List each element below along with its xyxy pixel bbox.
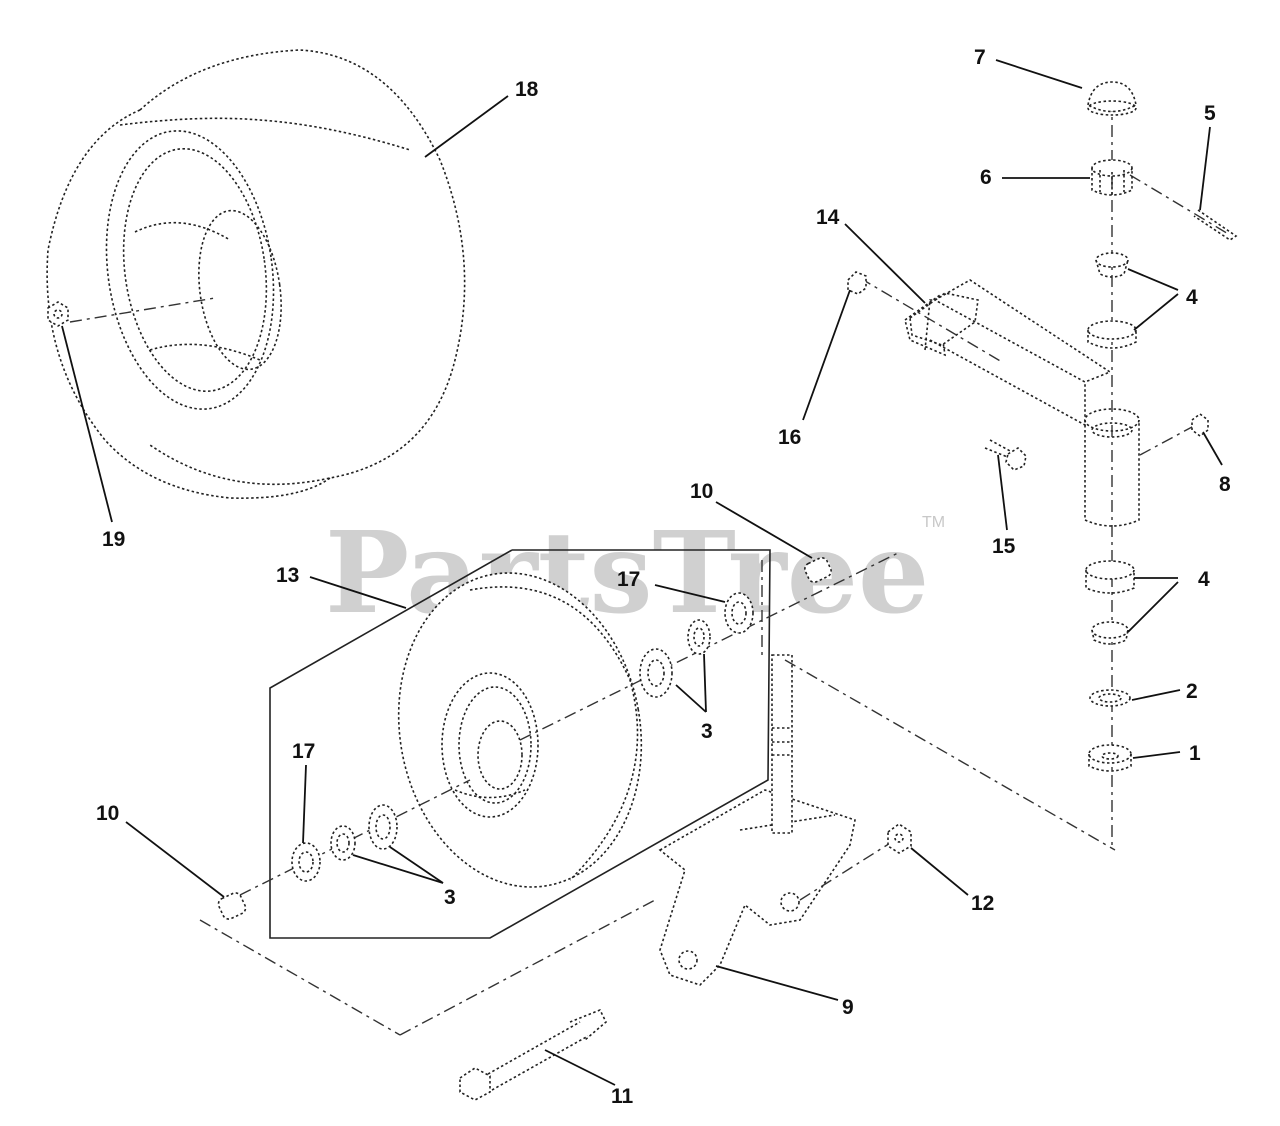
bearing-3-left-icon[interactable] [368,804,398,850]
caster-fork[interactable] [658,789,856,986]
cotter-pin-5-icon[interactable] [1193,209,1238,241]
cap-7-icon[interactable] [1087,81,1137,116]
bolt-15-icon[interactable] [984,439,1027,471]
nut-12-centerline [799,839,896,901]
spacer-10-right-icon[interactable] [803,556,833,584]
pin-5-centerline [1129,174,1231,236]
callout-17-right[interactable]: 17 [617,568,640,591]
callout-19[interactable]: 19 [102,528,125,551]
callout-12[interactable]: 12 [971,892,994,915]
grease-fitting-8-icon[interactable] [1191,413,1209,437]
bearing-cup-4-lower-icon[interactable] [1085,560,1135,594]
nut-12-icon[interactable] [887,823,912,854]
bearing-cone-3-left-icon[interactable] [330,825,356,861]
bolt-16-centerline [859,277,1003,363]
callout-10-right[interactable]: 10 [690,480,713,503]
stem-to-spindle-centerline [784,659,1116,851]
bolt-11-icon[interactable] [459,1008,607,1101]
callout-4-upper[interactable]: 4 [1186,286,1198,309]
spacer-10-left-icon[interactable] [216,891,247,921]
callout-labels: 18 19 7 6 5 4 14 16 15 8 4 2 1 10 17 13 … [96,46,1231,1108]
nut-19-icon[interactable] [47,301,69,327]
callout-6[interactable]: 6 [980,166,992,189]
callout-14[interactable]: 14 [816,206,840,229]
castle-nut-6-icon[interactable] [1091,159,1133,196]
callout-11[interactable]: 11 [611,1085,634,1108]
callout-10-left[interactable]: 10 [96,802,119,825]
callout-17-left[interactable]: 17 [292,740,315,763]
seal-2-icon[interactable] [1089,689,1131,707]
callout-15[interactable]: 15 [992,535,1016,558]
callout-3-left[interactable]: 3 [444,886,456,909]
callout-7[interactable]: 7 [974,46,986,69]
bearing-cone-4-lower-icon[interactable] [1091,621,1129,645]
callout-1[interactable]: 1 [1189,742,1201,765]
callout-3-right[interactable]: 3 [701,720,713,743]
bearing-3-right-icon[interactable] [639,648,673,698]
callout-13[interactable]: 13 [276,564,299,587]
axle-centerline-large [69,297,216,323]
callout-2[interactable]: 2 [1186,680,1198,703]
bearing-cone-3-right-icon[interactable] [687,619,711,655]
seal-17-right-icon[interactable] [724,592,754,634]
caster-bracket[interactable] [904,279,1112,427]
small-tire-wheel[interactable] [374,554,665,907]
wheel-assembly-frame [269,549,771,939]
seal-17-left-icon[interactable] [291,842,321,882]
leader-lines [61,59,1223,1086]
large-tire-wheel[interactable] [46,49,466,499]
callout-9[interactable]: 9 [842,996,854,1019]
callout-16[interactable]: 16 [778,426,801,449]
callout-18[interactable]: 18 [515,78,539,101]
callout-4-lower[interactable]: 4 [1198,568,1210,591]
watermark-tm: TM [922,514,945,531]
base-centerline-left [199,919,401,1036]
bearing-cup-4-upper-icon[interactable] [1087,320,1137,349]
nut-1-icon[interactable] [1088,744,1132,772]
callout-5[interactable]: 5 [1204,102,1216,125]
fork-stem[interactable] [771,654,793,834]
bearing-cone-4-upper-icon[interactable] [1095,252,1129,278]
base-centerline-mid [399,899,656,1036]
callout-8[interactable]: 8 [1219,473,1231,496]
nut-16-icon[interactable] [847,271,867,295]
axle-centerline-right [519,551,901,741]
